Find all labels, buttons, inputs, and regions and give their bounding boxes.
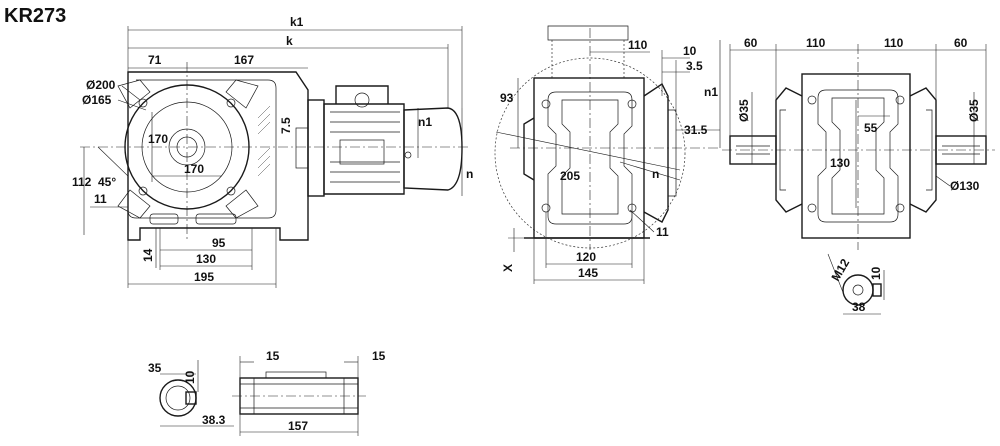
dim-110-right: 110 [884, 36, 904, 50]
dim-n-side: n [652, 167, 659, 181]
dim-38: 38 [852, 300, 866, 314]
dim-7-5: 7.5 [279, 117, 293, 134]
dim-55: 55 [864, 121, 878, 135]
dim-n-left: n [466, 167, 473, 181]
dim-110-left: 110 [806, 36, 826, 50]
dim-31-5: 31.5 [684, 123, 708, 137]
dim-10-side: 10 [683, 44, 697, 58]
dim-195: 195 [194, 270, 214, 284]
dim-71: 71 [148, 53, 162, 67]
top-view: 60 110 110 60 Ø35 55 130 Ø35 Ø130 [722, 36, 995, 250]
dim-130-right: 130 [830, 156, 850, 170]
dim-95: 95 [212, 236, 226, 250]
dim-d35-left: Ø35 [737, 99, 751, 122]
dim-120: 120 [576, 250, 596, 264]
side-view: 110 10 3.5 93 n1 31.5 205 n 11 X 120 145 [494, 25, 721, 284]
dim-60-right: 60 [954, 36, 968, 50]
dim-60-left: 60 [744, 36, 758, 50]
dim-k1: k1 [290, 15, 304, 29]
dim-3-5: 3.5 [686, 59, 703, 73]
dim-11-side: 11 [656, 225, 669, 239]
dim-93: 93 [500, 91, 514, 105]
front-view: k1 k 71 167 Ø200 Ø165 170 170 7.5 n1 n 1… [72, 15, 473, 288]
dim-167: 167 [234, 53, 254, 67]
dim-d200: Ø200 [86, 78, 116, 92]
dim-k: k [286, 34, 293, 48]
dim-170-vertical: 170 [148, 132, 168, 146]
dim-x: X [501, 264, 515, 272]
dim-145: 145 [578, 266, 598, 280]
dim-15-left: 15 [266, 349, 280, 363]
dim-n1-left: n1 [418, 115, 432, 129]
hub-detail: 35 10 38.3 [148, 360, 234, 427]
dim-110-side: 110 [628, 38, 648, 52]
dim-130-bottom: 130 [196, 252, 216, 266]
dim-d35-right: Ø35 [967, 99, 981, 122]
dim-14: 14 [141, 248, 155, 262]
dim-d165: Ø165 [82, 93, 112, 107]
dim-n1-side: n1 [704, 85, 718, 99]
dim-d130: Ø130 [950, 179, 980, 193]
dim-15-right: 15 [372, 349, 386, 363]
dim-m12: M12 [828, 256, 852, 283]
dim-170-horizontal: 170 [184, 162, 204, 176]
dim-205: 205 [560, 169, 580, 183]
dim-10-hub: 10 [183, 370, 197, 384]
dim-10-key: 10 [869, 266, 883, 280]
dim-35-hub: 35 [148, 361, 162, 375]
dim-112: 112 [72, 175, 92, 189]
dim-11-left: 11 [94, 192, 107, 206]
drawing-title: KR273 [4, 5, 66, 27]
dim-38-3: 38.3 [202, 413, 226, 427]
dim-157: 157 [288, 419, 308, 433]
shaft-end-detail: M12 10 38 [827, 253, 885, 315]
dim-45-deg: 45° [98, 175, 116, 189]
hollow-shaft-detail: 15 15 157 [232, 349, 386, 436]
